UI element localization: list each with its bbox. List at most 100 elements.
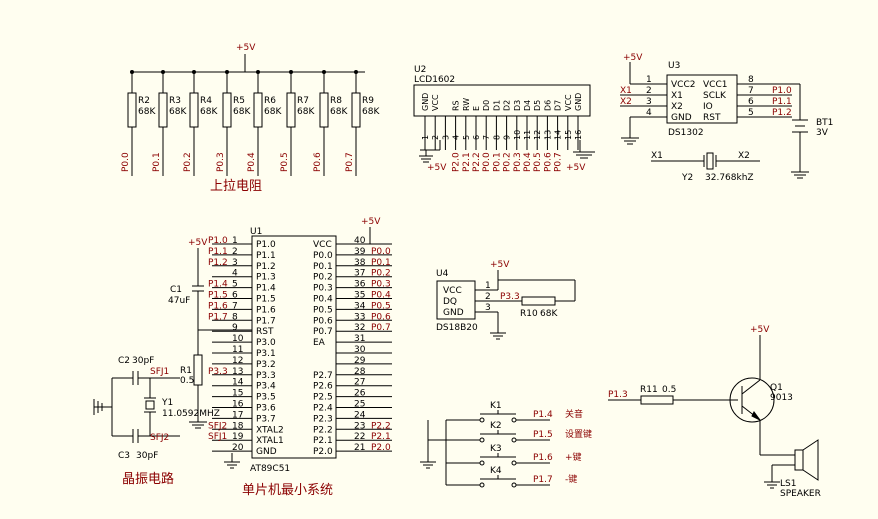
mcu-pin-number: 6 [232, 291, 238, 301]
lcd-pin-number: 3 [441, 135, 450, 140]
lcd-body [413, 84, 591, 117]
lcd-pin-number: 14 [554, 130, 563, 140]
mcu-pin-number: 37 [354, 269, 365, 279]
rtc-pin-number: 7 [748, 86, 754, 96]
mcu-vcc-label: +5V [361, 217, 381, 227]
mcu-pin-name: XTAL2 [256, 425, 284, 435]
lcd-pin-number: 10 [513, 130, 522, 140]
key-net: P1.5 [533, 430, 553, 440]
rtc-pin-name: RST [703, 113, 721, 123]
c3-value: 30pF [136, 451, 158, 461]
mcu-pin-net: SFJ1 [208, 432, 227, 442]
mcu-pin-net: P0.1 [371, 258, 391, 268]
mcu-pin-number: 11 [232, 345, 243, 355]
rtc-pin-number: 5 [748, 108, 754, 118]
mcu-pin-number: 34 [354, 301, 366, 311]
mcu-pin-number: 22 [354, 432, 365, 442]
ds18b20-vcc-label: +5V [490, 260, 510, 270]
mcu-pin-number: 30 [354, 345, 366, 355]
pullup-resistor-value: 68K [200, 107, 218, 117]
mcu-pin-number: 15 [232, 389, 243, 399]
rtc-pin-number: 2 [646, 86, 652, 96]
ds18b20-pin-number: 2 [485, 292, 491, 302]
key-ref: K4 [490, 466, 502, 476]
pullup-resistor-value: 68K [138, 107, 156, 117]
lcd-pin-name: RS [452, 100, 461, 111]
mcu-pin-number: 10 [232, 334, 244, 344]
c1-value: 47uF [168, 296, 190, 306]
r11-value: 0.5 [662, 385, 676, 395]
lcd-pin-name: VCC [431, 94, 440, 111]
pullup-resistor-ref: R9 [362, 96, 374, 106]
mcu-pin-number: 9 [232, 323, 238, 333]
rtc-pin-number: 3 [646, 97, 652, 107]
mcu-pin-name: P3.1 [256, 349, 276, 359]
y2-value: 32.768khZ [705, 173, 754, 183]
lcd-pin-name: GND [421, 93, 430, 111]
pullup-section: +5V R268KP0.0R368KP0.1R468KP0.2R568KP0.3… [121, 43, 380, 194]
mcu-pin-number: 35 [354, 291, 365, 301]
key-net: P1.7 [533, 475, 553, 485]
mcu-pin-name: P1.6 [256, 305, 276, 315]
lcd-pin-number: 15 [564, 130, 573, 140]
key-label: 设置键 [565, 428, 592, 440]
mcu-pin-number: 21 [354, 443, 365, 453]
r10-ref: R10 [520, 309, 538, 319]
mcu-pin-number: 5 [232, 280, 238, 290]
speaker-section: P1.3 R11 0.5 +5V Q1 9013 LS1 SPEAKER [608, 325, 821, 499]
rtc-pin-net: P1.0 [772, 86, 792, 96]
mcu-pin-number: 26 [354, 389, 366, 399]
key-ref: K3 [490, 444, 502, 454]
mcu-pin-name: VCC [313, 240, 332, 250]
pullup-resistor [189, 92, 199, 128]
mcu-pin-number: 7 [232, 301, 238, 311]
mcu-pin-number: 12 [232, 356, 243, 366]
mcu-pin-name: P3.5 [256, 393, 276, 403]
lcd-pin-name: D7 [554, 100, 563, 111]
lcd-part: LCD1602 [414, 75, 455, 85]
mcu-pin-number: 13 [232, 367, 243, 377]
mcu-pin-name: P2.4 [313, 404, 333, 414]
mcu-pin-net: P2.2 [371, 421, 391, 431]
mcu-pin-name: EA [313, 338, 326, 348]
lcd-pin-number: 12 [533, 130, 542, 140]
mcu-pin-net: P1.5 [208, 291, 228, 301]
mcu-pin-name: P0.5 [313, 305, 333, 315]
key-label: -键 [565, 473, 577, 485]
mcu-pin-name: P2.3 [313, 414, 333, 424]
lcd-pin-number: 2 [431, 135, 440, 140]
mcu-pin-net: P2.1 [371, 432, 391, 442]
pullup-resistor-ref: R6 [264, 96, 276, 106]
ds18b20-pin-name: VCC [443, 286, 462, 296]
mcu-pin-number: 39 [354, 247, 366, 257]
mcu-pin-number: 4 [232, 269, 238, 279]
lcd-vcc-left-label: +5V [427, 163, 447, 173]
mcu-pin-number: 19 [232, 432, 244, 442]
rtc-part: DS1302 [668, 128, 704, 138]
lcd-pin-number: 13 [543, 130, 552, 140]
rtc-pin-number: 6 [748, 97, 754, 107]
mcu-pin-number: 38 [354, 258, 366, 268]
rtc-pin-name: SCLK [703, 91, 727, 101]
mcu-pin-number: 16 [232, 400, 244, 410]
mcu-pin-name: P0.2 [313, 273, 333, 283]
c1-ref: C1 [170, 285, 182, 295]
battery-value: 3V [816, 128, 829, 138]
pullup-resistor [286, 92, 296, 128]
lcd-pin-number: 1 [421, 135, 430, 140]
mcu-pin-net: P1.7 [208, 312, 228, 322]
speaker-vcc-label: +5V [750, 325, 770, 335]
pullup-resistor-net: P0.0 [121, 152, 131, 172]
mcu-body [251, 235, 337, 459]
mcu-pin-name: P1.4 [256, 284, 276, 294]
rtc-pin-name: IO [703, 102, 713, 112]
pullup-resistor-value: 68K [233, 107, 251, 117]
mcu-pin-number: 36 [354, 280, 366, 290]
mcu-pin-name: P0.7 [313, 327, 333, 337]
pullup-resistor-value: 68K [297, 107, 315, 117]
